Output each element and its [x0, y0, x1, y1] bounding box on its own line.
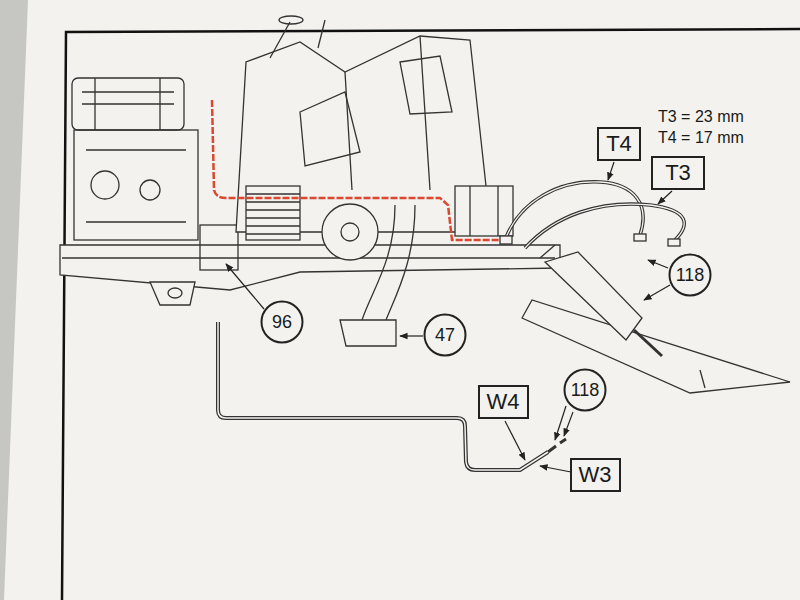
leader-line	[540, 466, 571, 472]
dimension-note: T3 = 23 mm	[658, 108, 744, 126]
dimension-note: T4 = 17 mm	[658, 129, 744, 147]
leader-line	[226, 264, 264, 309]
callout-number: 96	[260, 300, 304, 344]
part-box: T3	[651, 156, 705, 190]
page-frame	[62, 29, 800, 600]
part-box: T4	[597, 127, 641, 161]
leader-line	[400, 335, 423, 336]
hose-fitting	[500, 236, 512, 244]
front-bracket	[150, 282, 195, 305]
cab-window	[300, 92, 360, 166]
bracket-hole	[168, 288, 182, 298]
callout-outline	[425, 315, 466, 356]
hose	[525, 204, 684, 248]
cooler-fins	[246, 194, 300, 234]
pedal	[340, 320, 396, 346]
hose-core	[505, 182, 643, 240]
callout-outline	[565, 370, 606, 411]
pump-housing	[455, 186, 513, 236]
hydraulic-cylinder	[545, 252, 642, 340]
hose-fitting	[668, 239, 680, 246]
cab-pillar	[345, 36, 430, 190]
callout-number: 118	[668, 253, 712, 297]
flywheel	[322, 204, 378, 260]
engine-pulley	[91, 171, 119, 199]
pedal-rod	[386, 205, 415, 320]
gear-box	[200, 225, 238, 270]
hose-core	[525, 204, 684, 248]
pipe	[218, 322, 548, 470]
pump-lines	[470, 186, 498, 236]
part-box: W3	[570, 458, 621, 492]
wire-route	[212, 100, 500, 240]
chassis-frame	[60, 245, 560, 290]
callout-text: 96	[272, 313, 292, 332]
blade	[522, 300, 790, 393]
callout-number: 118	[563, 368, 607, 412]
pipe-core	[218, 322, 548, 470]
leader-line	[505, 421, 525, 460]
part-code: W3	[579, 463, 612, 486]
steering-wheel	[279, 16, 303, 24]
lever	[318, 20, 325, 48]
engine-top	[72, 78, 184, 130]
leader-line	[608, 162, 614, 180]
chassis-line	[62, 257, 555, 258]
callout-number: 47	[423, 313, 467, 357]
leader-line	[644, 285, 670, 300]
cooler	[246, 186, 300, 240]
engine-lines	[86, 150, 186, 222]
callout-outline	[262, 302, 303, 343]
tractor-drawing	[60, 16, 790, 470]
cab-window	[400, 56, 452, 114]
flywheel-hub	[341, 223, 359, 241]
hose-fitting	[634, 234, 646, 241]
leader-lines	[226, 162, 672, 472]
blade-mark	[700, 370, 705, 388]
hose	[505, 182, 643, 240]
pedal-rod	[362, 205, 395, 320]
callout-text: 47	[435, 326, 455, 345]
engine-pulley	[140, 180, 160, 200]
callout-text: 118	[571, 381, 600, 400]
steering-column	[270, 22, 290, 58]
leader-line	[658, 191, 672, 204]
cylinder-mount	[540, 245, 555, 258]
part-code: T4	[606, 132, 632, 155]
engine-block	[74, 130, 198, 240]
part-code: W4	[487, 390, 520, 413]
part-code: T3	[665, 161, 691, 184]
callout-text: 118	[676, 266, 705, 285]
engine-ribs	[82, 78, 174, 130]
callout-outline	[670, 255, 711, 296]
pipe-fitting	[548, 439, 566, 452]
leader-line	[648, 260, 668, 268]
leader-line	[564, 412, 573, 436]
paper-sheet	[4, 0, 800, 600]
cylinder-rod	[634, 330, 662, 356]
part-box: W4	[478, 385, 529, 419]
